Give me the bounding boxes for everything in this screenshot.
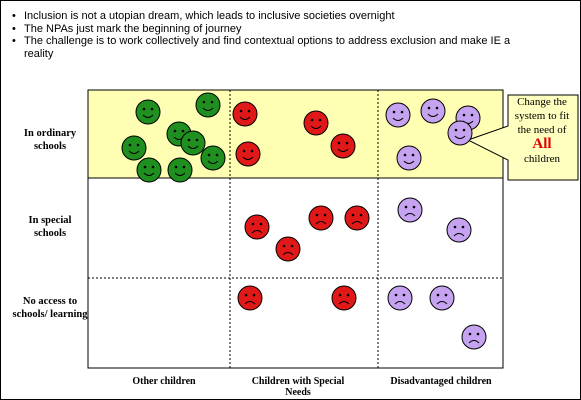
bullet-text: The challenge is to work collectively an… bbox=[24, 35, 511, 60]
purple-sad-face bbox=[387, 285, 413, 311]
bullet-marker: • bbox=[12, 35, 16, 47]
green-smiley-face bbox=[200, 145, 226, 171]
green-smiley-face bbox=[195, 92, 221, 118]
bullet-list: • Inclusion is not a utopian dream, which… bbox=[10, 10, 530, 60]
purple-smiley-face bbox=[420, 98, 446, 124]
red-sad-face bbox=[344, 205, 370, 231]
bullet-item: • The challenge is to work collectively a… bbox=[10, 35, 530, 60]
bullet-text: The NPAs just mark the beginning of jour… bbox=[24, 22, 242, 35]
bullet-marker: • bbox=[12, 22, 16, 35]
row-label-no-access: No access to schools/ learning bbox=[12, 296, 88, 320]
bullet-marker: • bbox=[12, 10, 16, 22]
callout-suffix: children bbox=[523, 153, 561, 165]
green-smiley-face bbox=[135, 99, 161, 125]
red-smiley-face bbox=[330, 133, 356, 159]
matrix-border bbox=[87, 177, 504, 369]
col-label-other-children: Other children bbox=[132, 376, 196, 387]
purple-smiley-face bbox=[385, 102, 411, 128]
red-smiley-face bbox=[232, 101, 258, 127]
bullet-text: Inclusion is not a utopian dream, which … bbox=[24, 10, 395, 22]
callout-emphasis: All bbox=[532, 136, 552, 152]
callout-prefix: Change the system to fit the need of bbox=[514, 96, 570, 136]
red-sad-face bbox=[275, 236, 301, 262]
purple-sad-face bbox=[429, 285, 455, 311]
callout-text: Change the system to fit the need of All… bbox=[508, 95, 576, 166]
purple-smiley-face bbox=[396, 145, 422, 171]
red-sad-face bbox=[237, 285, 263, 311]
col-label-disadvantaged: Disadvantaged children bbox=[390, 376, 492, 387]
purple-sad-face bbox=[397, 197, 423, 223]
col-label-special-needs: Children with Special Needs bbox=[251, 376, 345, 398]
red-smiley-face bbox=[303, 110, 329, 136]
green-smiley-face bbox=[136, 157, 162, 183]
purple-smiley-face bbox=[447, 120, 473, 146]
red-sad-face bbox=[331, 285, 357, 311]
green-smiley-face bbox=[121, 135, 147, 161]
bullet-item: • The NPAs just mark the beginning of jou… bbox=[10, 23, 530, 36]
red-smiley-face bbox=[235, 141, 261, 167]
row-label-special-schools: In special schools bbox=[28, 215, 72, 239]
red-sad-face bbox=[244, 214, 270, 240]
red-sad-face bbox=[308, 205, 334, 231]
faces-layer bbox=[121, 92, 487, 350]
callout-box bbox=[466, 94, 579, 181]
green-smiley-face bbox=[167, 157, 193, 183]
bullet-item: • Inclusion is not a utopian dream, which… bbox=[10, 10, 530, 23]
purple-sad-face bbox=[446, 217, 472, 243]
row-label-ordinary-schools: In ordinary schools bbox=[23, 128, 77, 152]
purple-sad-face bbox=[461, 324, 487, 350]
green-smiley-face bbox=[180, 130, 206, 156]
